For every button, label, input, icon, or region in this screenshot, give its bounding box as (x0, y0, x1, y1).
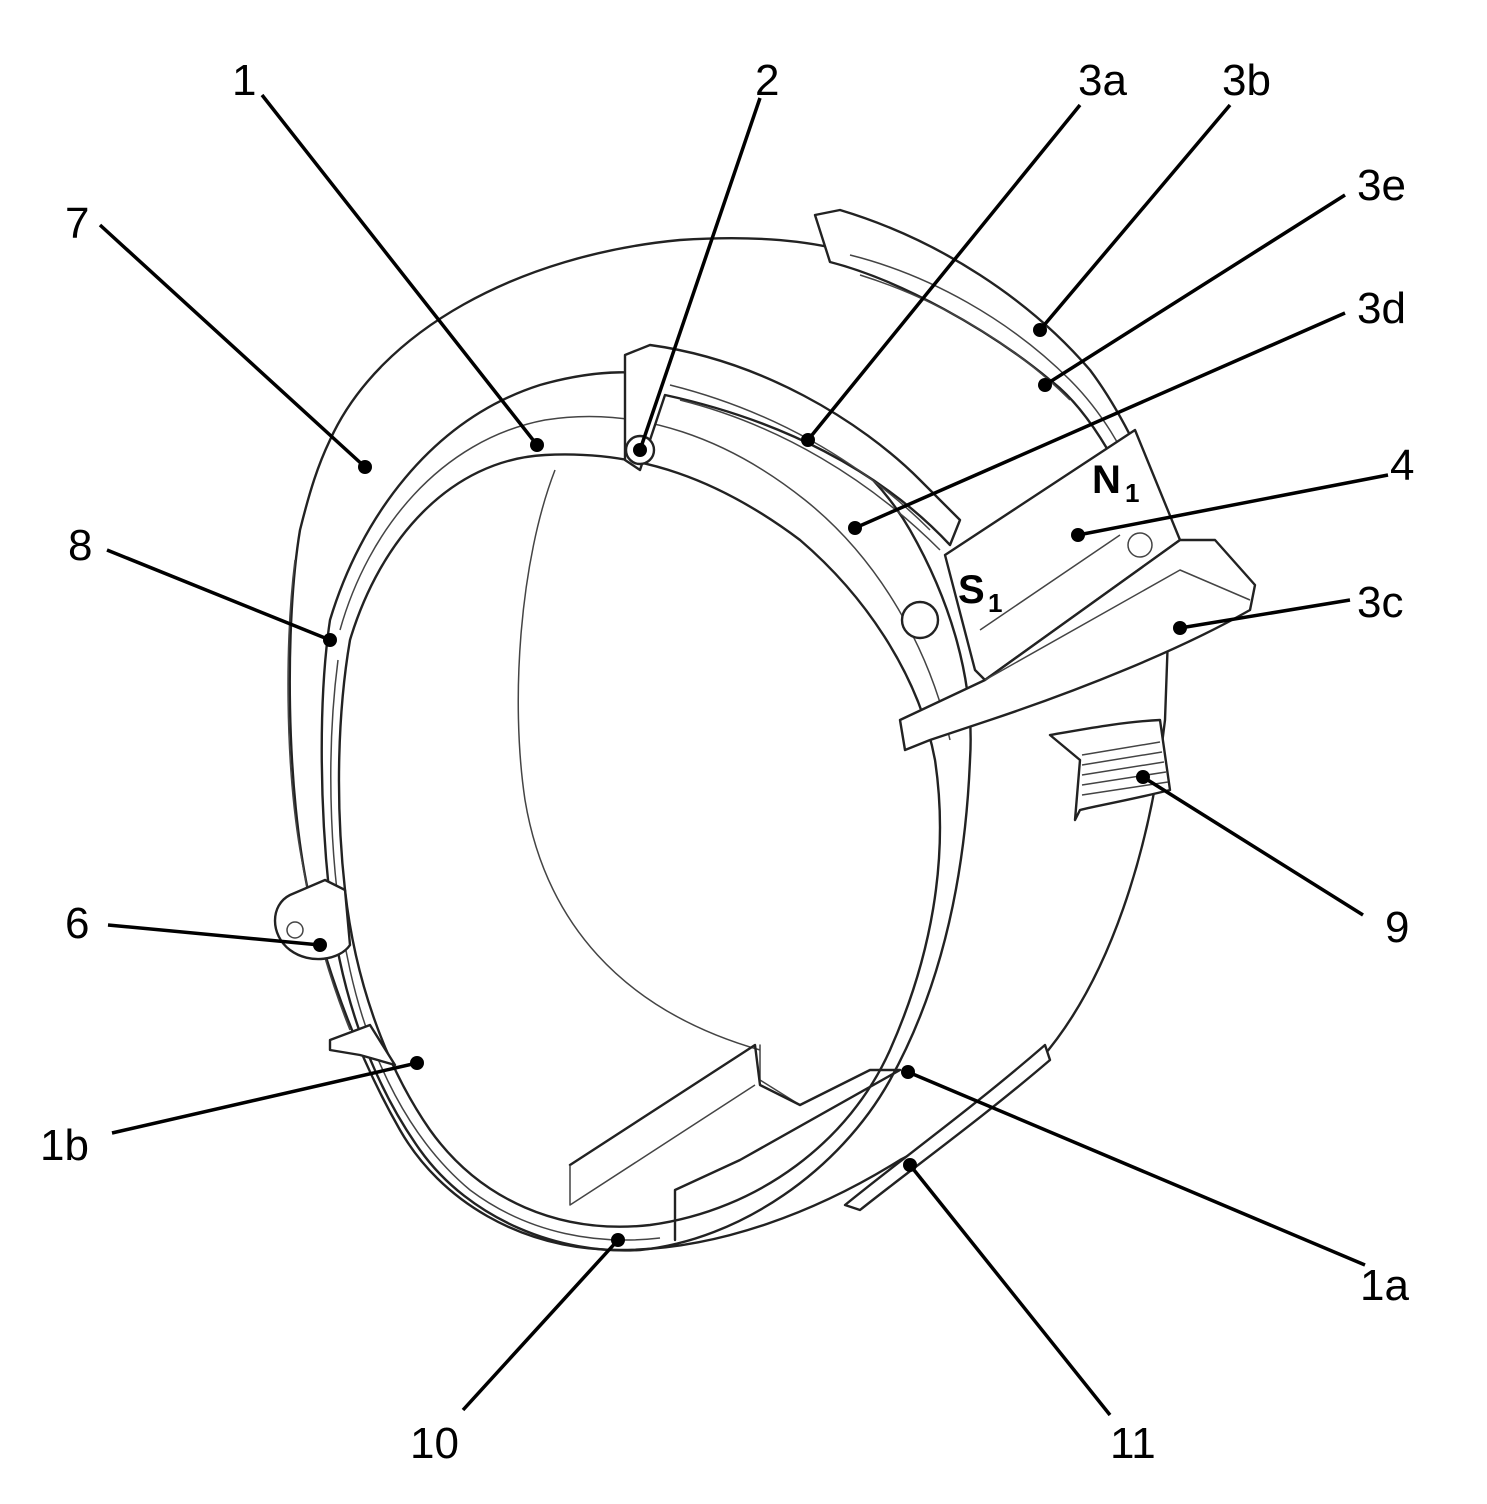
label-3d: 3d (1357, 284, 1406, 333)
leader-3a (806, 103, 1082, 442)
dot-3e (1038, 378, 1052, 392)
leader-3b (1038, 103, 1232, 332)
pole-n-label: N (1092, 458, 1121, 502)
dot-8 (323, 633, 337, 647)
front-ring-outer (320, 371, 972, 1252)
dot-11 (903, 1158, 917, 1172)
label-7: 7 (65, 199, 89, 248)
leader-7 (98, 223, 367, 469)
bottom-rail (843, 1043, 1052, 1212)
leader-6 (107, 923, 321, 947)
dot-2 (633, 443, 647, 457)
label-3c: 3c (1357, 578, 1403, 627)
dot-1 (530, 438, 544, 452)
label-4: 4 (1390, 441, 1414, 490)
label-3b: 3b (1222, 56, 1271, 105)
label-10: 10 (410, 1419, 459, 1468)
leader-9 (1142, 775, 1364, 917)
leader-lines (98, 93, 1389, 1417)
leader-dots (313, 323, 1187, 1247)
side-lug-hole (286, 921, 304, 939)
label-3e: 3e (1357, 161, 1406, 210)
pole-labels: N 1 S 1 (958, 458, 1139, 618)
leader-1a (907, 1070, 1366, 1267)
upper-arm (623, 343, 962, 547)
dot-3c (1173, 621, 1187, 635)
leader-10 (461, 1238, 620, 1412)
label-8: 8 (68, 521, 92, 570)
leader-8 (106, 548, 331, 642)
leader-3e (1044, 193, 1346, 387)
clamp-device (273, 208, 1257, 1252)
dot-3a (801, 433, 815, 447)
clamp-lever-edge (984, 569, 1251, 681)
dot-1a (901, 1065, 915, 1079)
leader-3d (854, 311, 1346, 530)
dot-4 (1071, 528, 1085, 542)
magnet-screw (1127, 532, 1153, 558)
magnet-divider (979, 534, 1121, 631)
leader-11 (908, 1163, 1112, 1417)
reference-labels: 1 2 3a 3b 3e 3d 7 8 4 3c 9 6 1b 1a 10 11 (40, 56, 1414, 1468)
bottom-step (568, 1043, 902, 1242)
dot-3d (848, 521, 862, 535)
side-lug (273, 878, 352, 961)
leader-4 (1077, 473, 1389, 537)
aperture-depth (517, 469, 801, 1106)
pole-s-label: S (958, 568, 985, 612)
ring-groove (339, 415, 951, 741)
ring-groove-lower (330, 659, 661, 1241)
label-3a: 3a (1078, 56, 1127, 105)
leader-3c (1179, 598, 1351, 630)
label-2: 2 (755, 56, 779, 105)
leader-2 (638, 97, 762, 451)
label-11: 11 (1110, 1419, 1156, 1468)
lower-left-tab (328, 1023, 397, 1067)
leader-1 (260, 93, 539, 447)
upper-arm-slot2 (679, 399, 941, 551)
dot-3b (1033, 323, 1047, 337)
label-6: 6 (65, 899, 89, 948)
dot-1b (410, 1056, 424, 1070)
label-1b: 1b (40, 1121, 89, 1170)
bottom-step-face (569, 1084, 756, 1206)
housing-rear-contour (287, 559, 351, 1031)
pole-n-sub: 1 (1125, 478, 1139, 508)
clamp-lever (898, 538, 1257, 752)
front-ring-inner (337, 453, 942, 1228)
dot-7 (358, 460, 372, 474)
dot-6 (313, 938, 327, 952)
dot-10 (611, 1233, 625, 1247)
pole-s-sub: 1 (988, 588, 1002, 618)
label-1: 1 (232, 56, 256, 105)
leader-1b (111, 1061, 418, 1135)
release-button (900, 600, 940, 640)
label-1a: 1a (1360, 1261, 1409, 1310)
label-9: 9 (1385, 903, 1409, 952)
dot-9 (1136, 770, 1150, 784)
